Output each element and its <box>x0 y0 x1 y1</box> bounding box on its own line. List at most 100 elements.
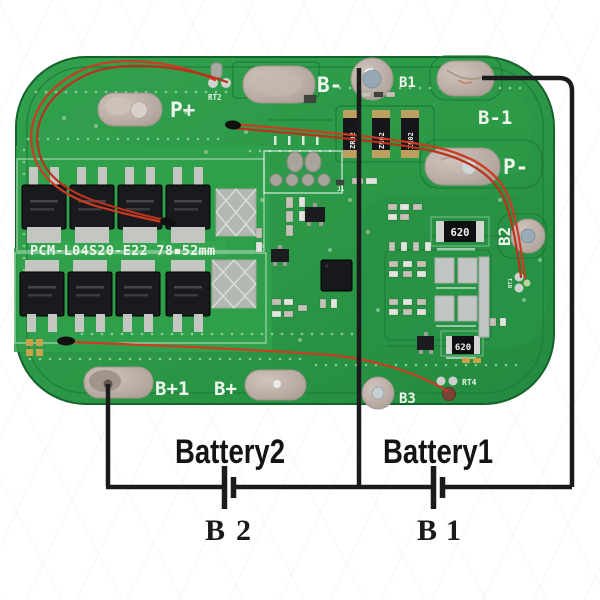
smd-passive <box>385 91 396 98</box>
smd-passive <box>416 298 427 306</box>
via-dot <box>376 308 380 312</box>
via-dot <box>278 357 282 361</box>
mosfet-marking <box>174 286 202 289</box>
via-dot <box>22 244 26 248</box>
mosfet-marking <box>126 208 150 211</box>
mosfet-marking <box>126 200 154 203</box>
smd-passive <box>402 260 413 268</box>
smd-passive <box>271 310 282 318</box>
via-dot <box>146 137 150 141</box>
smd-passive <box>285 210 294 223</box>
mosfet <box>115 260 161 332</box>
smd-passive <box>412 241 420 252</box>
via-dot <box>348 198 352 202</box>
pad-b-minus <box>350 57 394 101</box>
via-dot <box>398 86 402 90</box>
via-dot <box>96 137 100 141</box>
via-dot <box>310 332 314 336</box>
mosfet-rows <box>19 167 211 332</box>
via-dot <box>220 332 224 336</box>
via-dot <box>22 160 26 164</box>
smd-passive <box>303 94 317 104</box>
mosfet-marking <box>30 208 54 211</box>
via-dot <box>340 332 344 336</box>
via-dot <box>414 363 418 367</box>
via-dot <box>74 90 78 94</box>
main-ic <box>320 259 353 292</box>
via-dot <box>106 137 110 141</box>
battery2-terminal-label: B2 <box>205 514 251 547</box>
via-dot <box>290 332 294 336</box>
via-dot <box>428 86 432 90</box>
via-dot <box>188 357 192 361</box>
label-p-minus: P- <box>503 155 528 179</box>
smd-passive <box>402 270 413 278</box>
via-dot <box>136 137 140 141</box>
via-dot <box>174 90 178 94</box>
via-dot <box>280 332 284 336</box>
via-dot <box>298 338 302 342</box>
via-dot <box>314 363 318 367</box>
via-dot <box>208 357 212 361</box>
via-dot <box>76 137 80 141</box>
via-dot <box>104 90 108 94</box>
mosfet <box>21 167 67 243</box>
via-dot <box>126 137 130 141</box>
resistor-marking: 620 <box>455 343 471 353</box>
via-dot <box>518 86 522 90</box>
via-dot <box>494 363 498 367</box>
pad-top-center <box>242 65 316 104</box>
via-dot <box>344 363 348 367</box>
smd-passive <box>399 213 410 221</box>
via-dot <box>444 363 448 367</box>
smd-passive <box>416 260 427 268</box>
via-dot <box>328 248 332 252</box>
wire-b1-right <box>482 75 575 487</box>
smd-passive <box>330 298 338 309</box>
mosfet-lead <box>50 167 59 185</box>
label-b1: B1 <box>399 75 416 91</box>
via-dot <box>94 90 98 94</box>
pad-b-plus-1 <box>83 366 154 399</box>
label-p-plus: P+ <box>170 98 195 122</box>
mosfet-marking <box>28 286 56 289</box>
mosfet-lead <box>125 167 134 185</box>
via-dot <box>46 137 50 141</box>
fet-row-outline <box>16 158 265 252</box>
via-dot <box>66 137 70 141</box>
resistor-outline <box>440 330 484 357</box>
red-wire-c <box>68 340 449 393</box>
via-dot <box>108 357 112 361</box>
via-dot <box>48 357 52 361</box>
via-dot <box>116 137 120 141</box>
mosfet-marking <box>30 200 58 203</box>
via-dot <box>100 332 104 336</box>
via-dot <box>320 332 324 336</box>
label-b3: B3 <box>399 391 416 407</box>
smd-passive <box>365 177 378 185</box>
via-dot <box>98 357 102 361</box>
mosfet-marking <box>28 294 52 297</box>
via-dot <box>338 86 342 90</box>
smd-passive <box>255 227 263 239</box>
resistor-marking: ZR02 <box>349 132 357 149</box>
via-dot <box>168 357 172 361</box>
via-dot <box>84 90 88 94</box>
mosfet-tab <box>121 260 155 274</box>
resistor-marking: ZR02 <box>407 132 415 149</box>
battery2-label: Battery2 <box>175 433 285 471</box>
mosfet-lead <box>123 314 132 332</box>
via-dot <box>424 363 428 367</box>
via-dot <box>538 258 542 262</box>
via-dot <box>88 357 92 361</box>
smd-passive <box>489 317 497 327</box>
via-dot <box>184 110 188 114</box>
mosfet-marking <box>76 286 104 289</box>
smd-passive <box>388 298 399 306</box>
chip-resistor-zr: ZR02 <box>372 110 390 158</box>
via-dot <box>56 137 60 141</box>
via-dot <box>464 363 468 367</box>
mosfet-lead <box>29 167 38 185</box>
via-dot <box>348 86 352 90</box>
